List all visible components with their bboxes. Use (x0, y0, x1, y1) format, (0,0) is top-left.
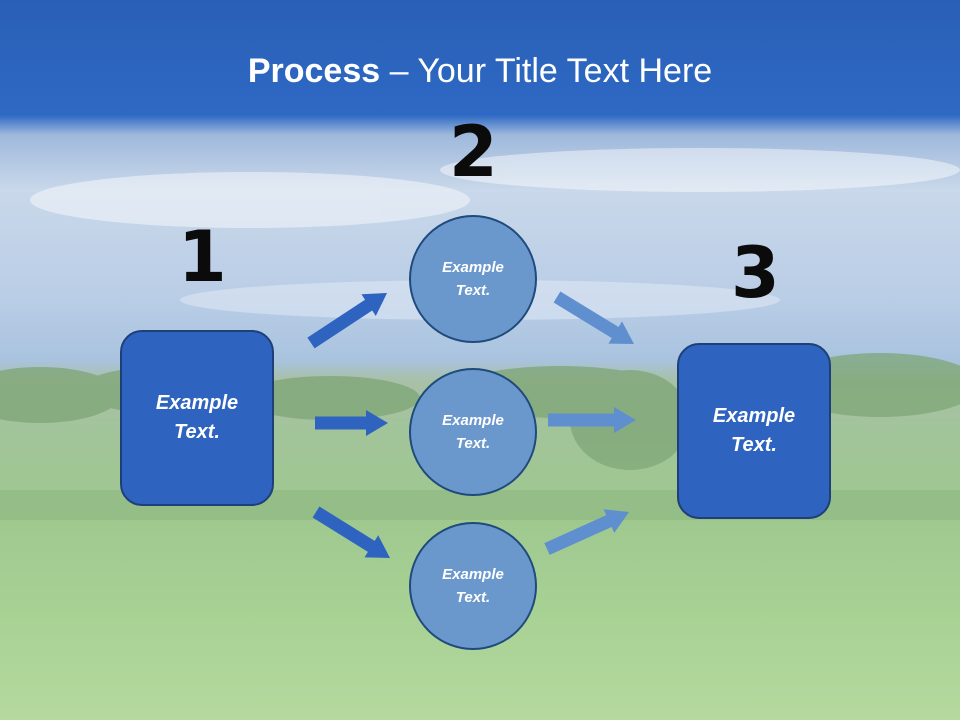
step-number-2: 2 (449, 111, 498, 193)
cloud-wisps (30, 148, 960, 320)
arrow-middle-to-step3 (548, 407, 636, 433)
step-2-middle-label: Example Text. (442, 411, 504, 452)
step-2-circle-middle: Example Text. (409, 368, 537, 496)
step-number-1: 1 (178, 216, 227, 298)
title-bold: Process (247, 52, 381, 90)
step-1-label: Example Text. (155, 392, 239, 443)
arrow-bottom-to-step3 (544, 509, 629, 555)
step-number-3: 3 (731, 232, 780, 314)
step-2-bottom-label: Example Text. (442, 565, 504, 606)
step-1-box: Example Text. (120, 330, 274, 506)
arrow-step1-to-bottom (312, 506, 390, 558)
arrow-step1-to-top (307, 293, 387, 349)
step-3-label: Example Text. (712, 405, 796, 456)
flow-arrows (307, 291, 636, 558)
step-2-top-label: Example Text. (442, 258, 504, 299)
arrow-top-to-step3 (553, 291, 634, 344)
title-rest: – Your Title Text Here (380, 52, 713, 90)
step-2-circle-bottom: Example Text. (409, 522, 537, 650)
step-2-circle-top: Example Text. (409, 215, 537, 343)
page-title: Process – Your Title Text Here (0, 52, 960, 91)
arrow-step1-to-middle (315, 410, 388, 436)
step-3-box: Example Text. (677, 343, 831, 519)
